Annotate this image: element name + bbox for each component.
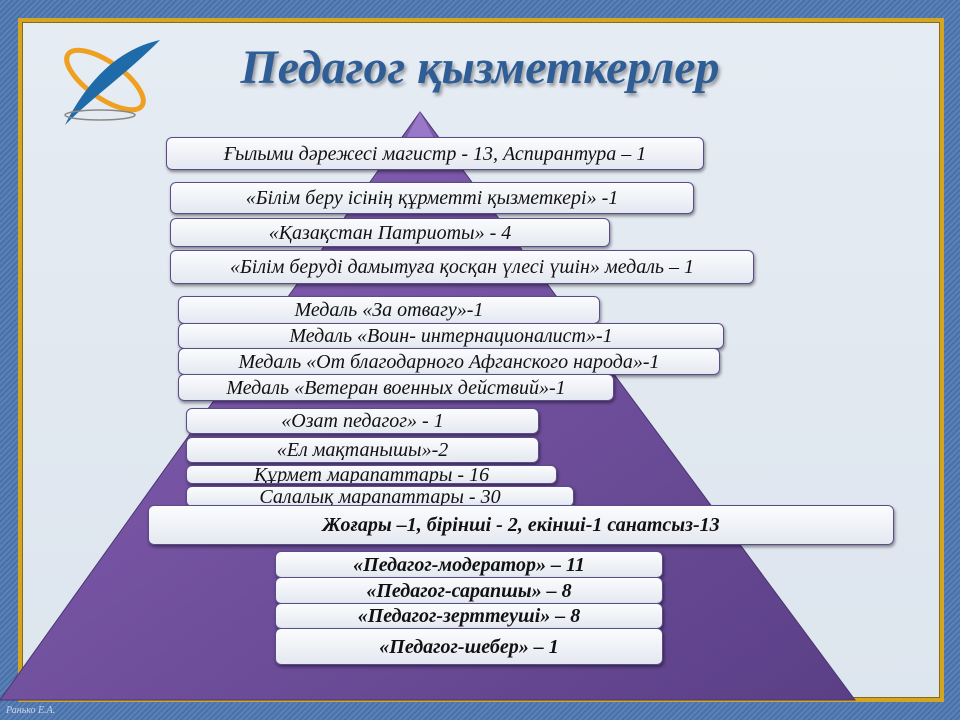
author-footer: Ранько Е.А. (6, 705, 56, 716)
pyramid-item: Салалық марапаттары - 30 (186, 486, 574, 507)
quill-logo-icon (64, 40, 160, 125)
pyramid-item: «Қазақстан Патриоты» - 4 (170, 218, 610, 247)
pyramid-item: «Ел мақтанышы»-2 (186, 437, 539, 463)
pyramid-item: Ғылыми дәрежесі магистр - 13, Аспирантур… (166, 137, 704, 170)
pyramid-item: Медаль «За отвагу»-1 (178, 296, 600, 324)
pyramid-item-category: Жоғары –1, бірінші - 2, екінші-1 санатсы… (148, 505, 894, 545)
pyramid-item: «Педагог-модератор» – 11 (275, 551, 663, 578)
pyramid-item: «Педагог-зерттеуші» – 8 (275, 603, 663, 629)
pyramid-item: Медаль «Воин- интернационалист»-1 (178, 323, 724, 349)
pyramid-item: «Озат педагог» - 1 (186, 408, 539, 434)
page-title: Педагог қызметкерлер (240, 41, 720, 94)
pyramid-item: Медаль «От благодарного Афганского народ… (178, 348, 720, 375)
pyramid-item: «Педагог-сарапшы» – 8 (275, 577, 663, 604)
pyramid-item: «Білім беру ісінің құрметті қызметкері» … (170, 182, 694, 214)
pyramid-item: «Педагог-шебер» – 1 (275, 628, 663, 665)
pyramid-item: Медаль «Ветеран военных действий»-1 (178, 374, 614, 401)
pyramid-item: «Білім беруді дамытуға қосқан үлесі үшін… (170, 250, 754, 284)
pyramid-item: Құрмет марапаттары - 16 (186, 465, 557, 484)
